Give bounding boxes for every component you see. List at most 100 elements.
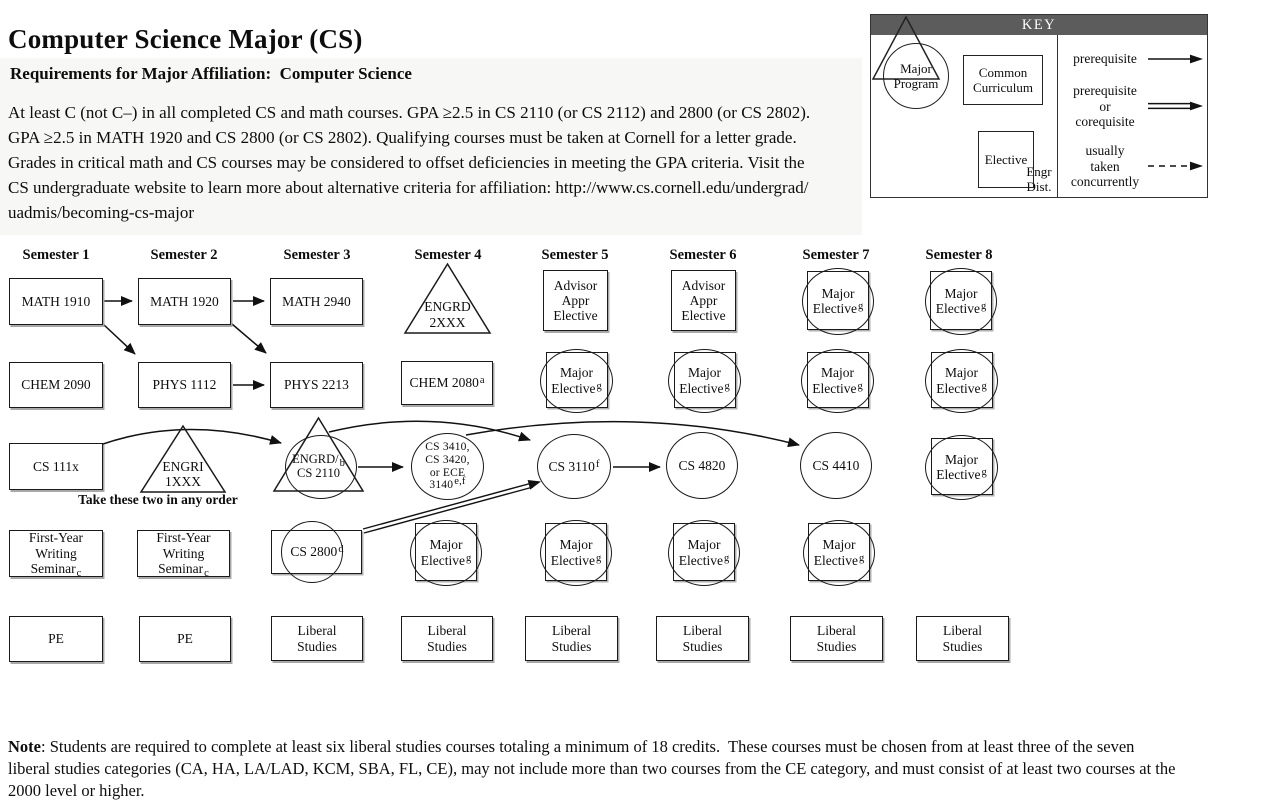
- prerequisite-arrow-icon: [1148, 54, 1203, 64]
- bottom-note: Note: Students are required to complete …: [8, 736, 1276, 802]
- footnote-marker: g: [858, 552, 865, 564]
- triangle-icon: [871, 15, 941, 80]
- circle-outline: [668, 520, 740, 586]
- semester-1-header: Semester 1: [22, 247, 90, 263]
- course-cs-4820: CS 4820: [666, 432, 738, 499]
- node-label: CS 4410: [812, 457, 860, 473]
- node-label: PHYS 1112: [152, 377, 217, 393]
- course-cs-3110: CS 3110f: [537, 434, 611, 499]
- course-cs-111x: CS 111x: [9, 443, 103, 490]
- footnote-marker: g: [595, 552, 602, 564]
- annotation-take-these-two-in-any-order: Take these two in any order: [78, 492, 238, 507]
- course-pe-2: PE: [139, 616, 231, 662]
- node-label: MATH 2940: [282, 293, 351, 309]
- course-pe-1: PE: [9, 616, 103, 662]
- semester-4-header: Semester 4: [414, 247, 482, 263]
- node-label: CS 111x: [33, 458, 79, 474]
- node-label: CHEM 2080a: [409, 375, 485, 391]
- triangle-outline: [139, 424, 227, 493]
- course-chem-2080: CHEM 2080a: [401, 361, 493, 405]
- footnote-marker: b: [339, 458, 345, 469]
- footnote-marker: e,f: [454, 476, 466, 488]
- node-label: PE: [48, 631, 64, 647]
- footnote-marker: g: [980, 301, 987, 313]
- node-label: MATH 1920: [150, 293, 219, 309]
- footnote-marker: g: [465, 552, 472, 564]
- semester-7-header: Semester 7: [802, 247, 870, 263]
- semester-5-header: Semester 5: [541, 247, 609, 263]
- key-engr-dist-triangle: Engr Dist.: [871, 15, 1052, 193]
- course-math-2940: MATH 2940: [270, 278, 363, 325]
- circle-outline: [925, 268, 997, 335]
- circle-outline: [803, 520, 875, 586]
- note-label: Note: [8, 737, 41, 756]
- node-label: CS 3110f: [548, 458, 600, 474]
- footnote-marker: c: [204, 568, 209, 580]
- node-label: CHEM 2090: [21, 377, 91, 393]
- course-math-1920: MATH 1920: [138, 278, 231, 325]
- semester-2-header: Semester 2: [150, 247, 218, 263]
- footnote-marker: g: [857, 380, 863, 392]
- course-cs-4410: CS 4410: [800, 432, 872, 499]
- page-title: Computer Science Major (CS): [8, 24, 363, 54]
- course-phys-1112: PHYS 1112: [138, 362, 231, 408]
- circle-outline: [802, 268, 874, 335]
- node-label: CS 4820: [678, 457, 726, 473]
- key-common-curriculum-rect: Common Curriculum: [963, 55, 1043, 105]
- prerequisite-or-corequisite-arrow-icon: [1148, 101, 1203, 111]
- key-common-curriculum-label: Common Curriculum: [973, 64, 1033, 95]
- footnote-marker: g: [857, 301, 864, 313]
- circle-outline: [540, 520, 612, 586]
- semester-3-header: Semester 3: [283, 247, 351, 263]
- course-cs-2800: CS 2800d: [271, 521, 363, 583]
- circle-outline: [281, 521, 343, 583]
- node-label: MATH 1910: [21, 293, 91, 309]
- triangle-outline: [403, 262, 492, 334]
- key-engr-dist-label: Engr Dist.: [1026, 164, 1052, 194]
- node-label: PE: [177, 631, 193, 647]
- key-arrow-label-prereq-or-coreq: prerequisite or corequisite: [1073, 83, 1137, 130]
- footnote-marker: g: [596, 380, 602, 392]
- key-arrow-label-concurrent: usually taken concurrently: [1070, 143, 1140, 190]
- circle-outline: [540, 349, 613, 413]
- node-label: PHYS 2213: [284, 377, 349, 393]
- circle-outline: [801, 349, 874, 413]
- footnote-marker: g: [981, 380, 987, 392]
- footnote-marker: g: [724, 380, 730, 392]
- footnote-marker: g: [981, 467, 987, 479]
